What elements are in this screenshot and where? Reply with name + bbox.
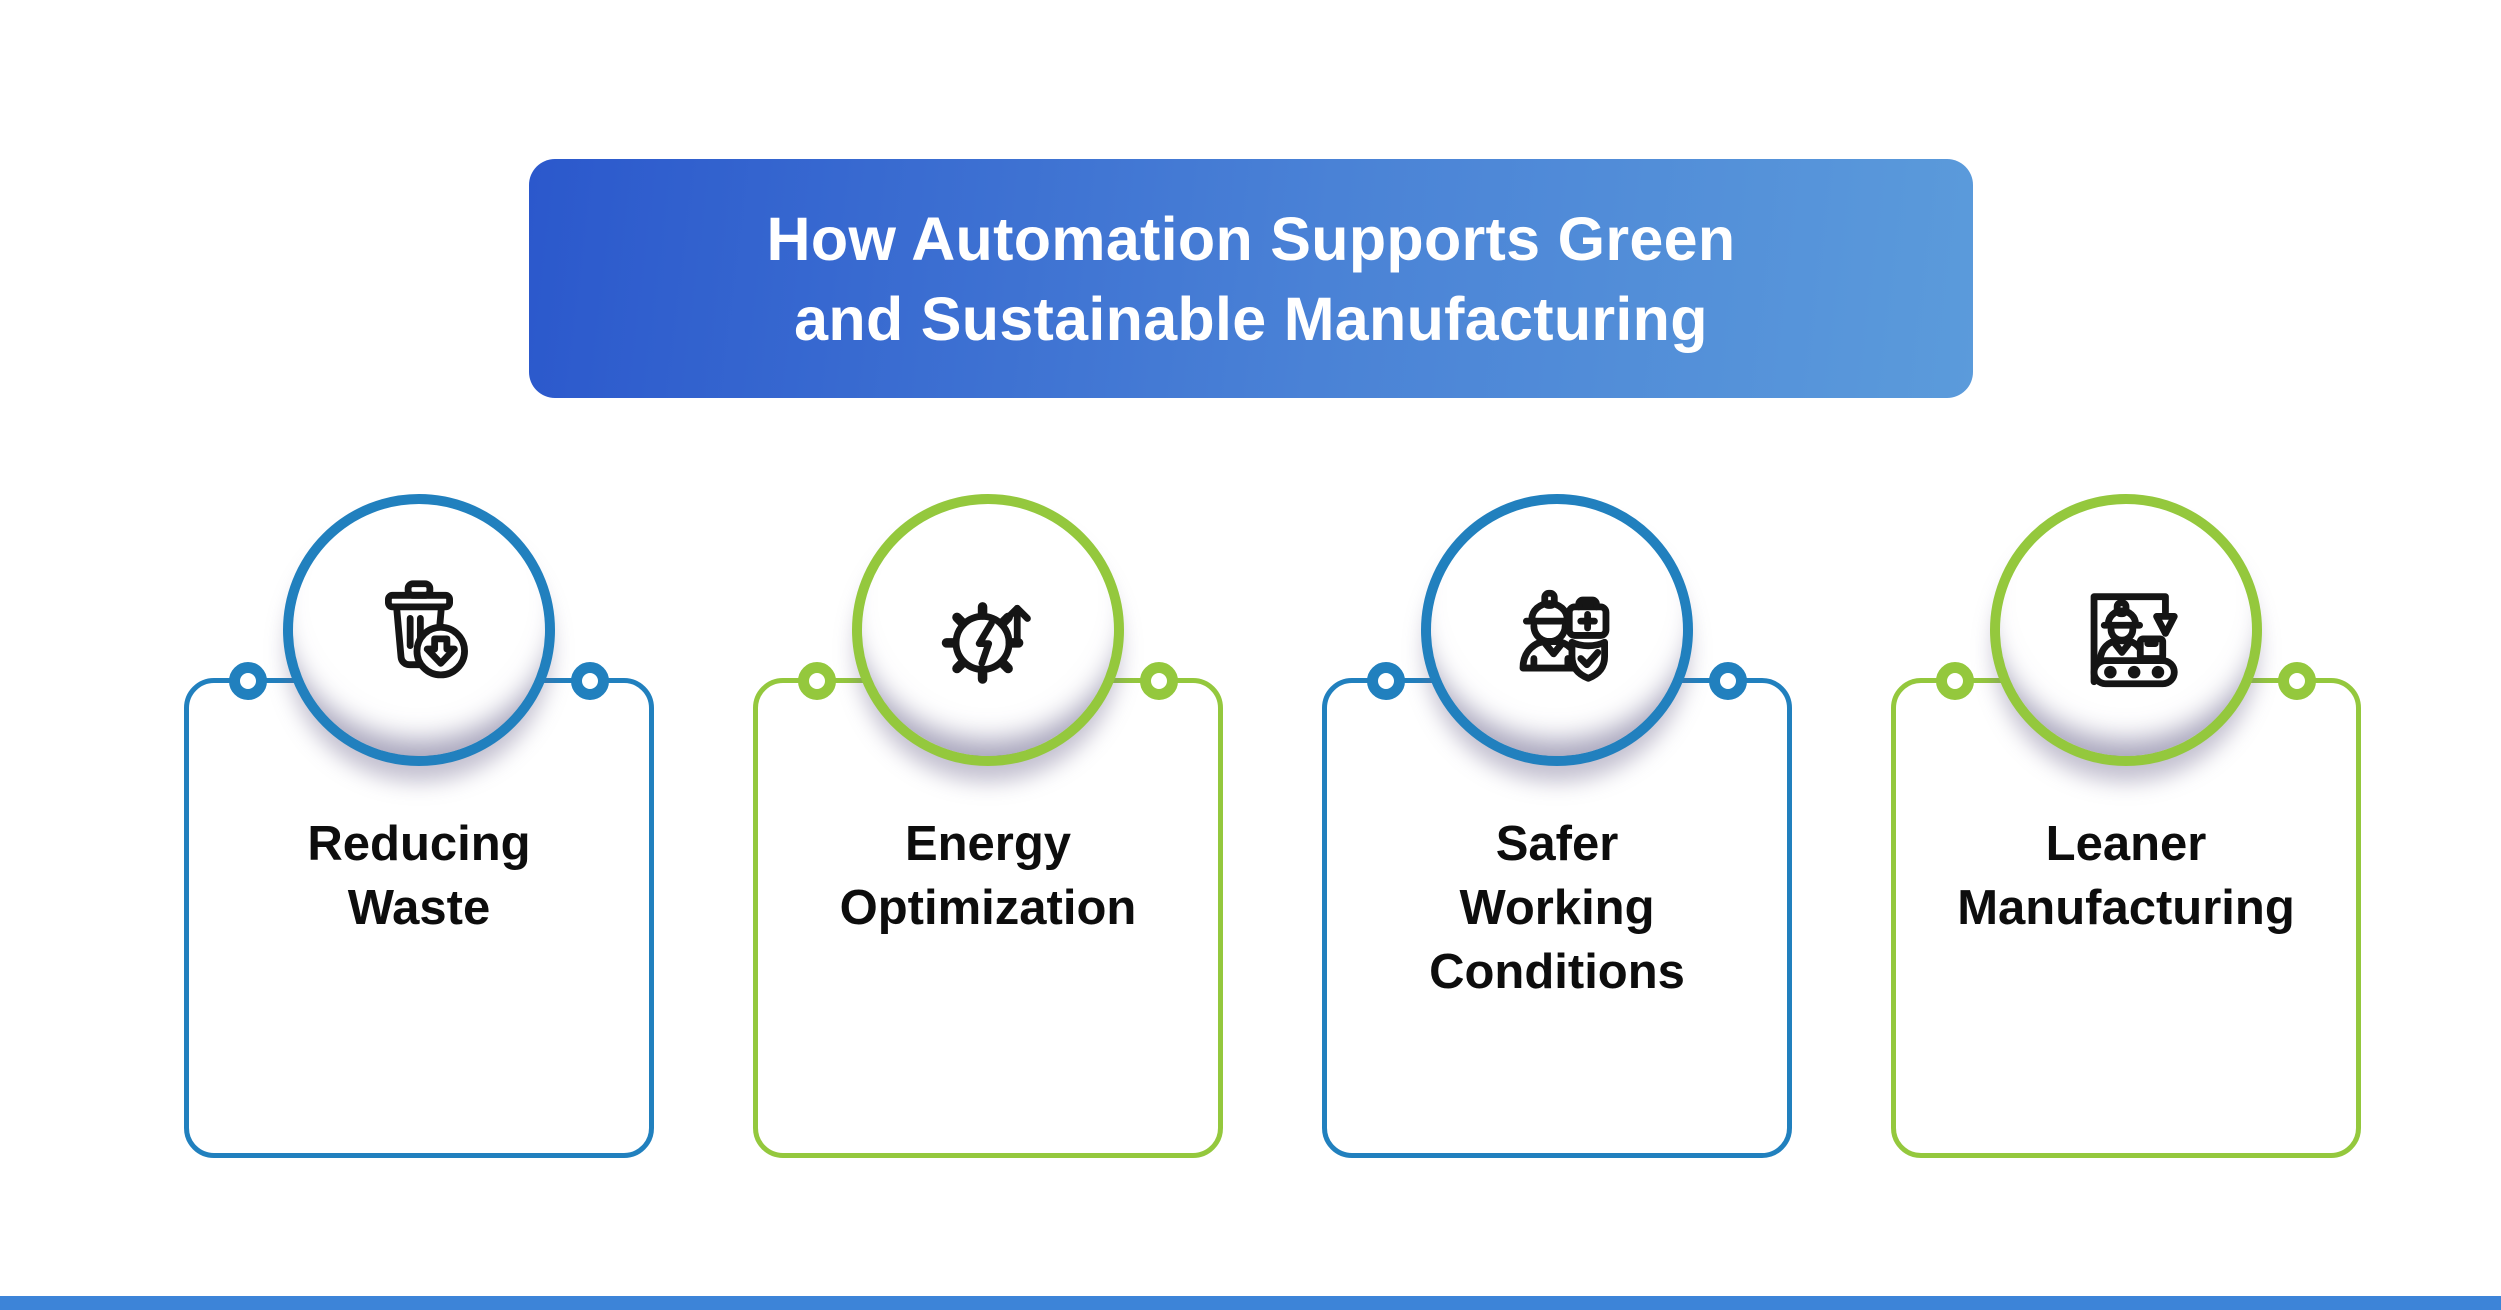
- title-line-1: How Automation Supports Green: [766, 204, 1736, 273]
- connector-dot-right: [571, 662, 609, 700]
- waste-reduction-icon: [385, 580, 468, 679]
- title-line-2: and Sustainable Manufacturing: [794, 284, 1708, 353]
- connector-dot-right: [1709, 662, 1747, 700]
- card-label: Energy Optimization: [758, 812, 1218, 940]
- icon-badge: [1421, 494, 1693, 766]
- card-safer-working-conditions: Safer Working Conditions: [1322, 494, 1792, 1158]
- card-energy-optimization: Energy Optimization: [753, 494, 1223, 1158]
- card-label-line: Reducing: [307, 817, 531, 871]
- lean-manufacturing-icon: [2090, 593, 2178, 688]
- connector-dot-left: [798, 662, 836, 700]
- icon-badge: [283, 494, 555, 766]
- connector-dot-left: [1936, 662, 1974, 700]
- energy-optimization-icon: [941, 602, 1031, 684]
- card-label-line: Waste: [347, 881, 491, 935]
- connector-dot-right: [1140, 662, 1178, 700]
- connector-dot-left: [1367, 662, 1405, 700]
- card-label-line: Leaner: [2045, 817, 2207, 871]
- card-leaner-manufacturing: Leaner Manufacturing: [1891, 494, 2361, 1158]
- card-label: Leaner Manufacturing: [1896, 812, 2356, 940]
- title-banner: How Automation Supports Green and Sustai…: [529, 159, 1973, 398]
- icon-badge: [852, 494, 1124, 766]
- card-label: Reducing Waste: [189, 812, 649, 940]
- icon-badge: [1990, 494, 2262, 766]
- connector-dot-right: [2278, 662, 2316, 700]
- card-label-line: Optimization: [839, 881, 1137, 935]
- connector-dot-left: [229, 662, 267, 700]
- footer-bar: [0, 1296, 2501, 1310]
- card-label-line: Safer: [1495, 817, 1619, 871]
- card-label-line: Manufacturing: [1957, 881, 2295, 935]
- card-label: Safer Working Conditions: [1327, 812, 1787, 1004]
- card-label-line: Energy: [904, 817, 1072, 871]
- safer-working-icon: [1519, 589, 1610, 682]
- card-reducing-waste: Reducing Waste: [184, 494, 654, 1158]
- card-label-line: Conditions: [1429, 945, 1685, 999]
- card-label-line: Working: [1459, 881, 1655, 935]
